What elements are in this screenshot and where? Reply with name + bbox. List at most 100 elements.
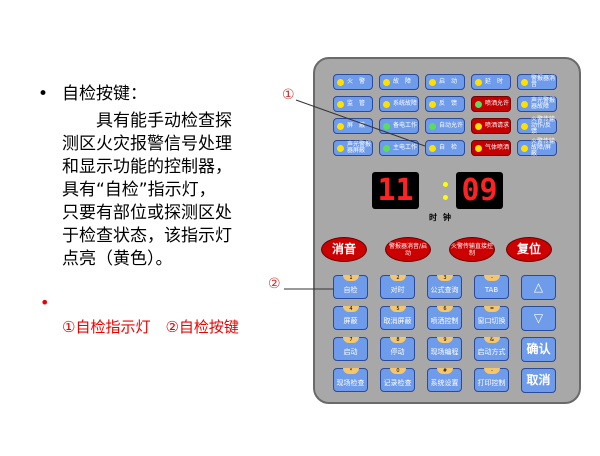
marker-2: ②	[268, 276, 281, 292]
keypad-key[interactable]: #系统设置	[427, 368, 462, 392]
up-arrow-icon: △	[533, 280, 544, 294]
key-number: 8	[390, 337, 406, 343]
marker-1: ①	[282, 87, 295, 103]
keypad-key[interactable]: = 窗口切换	[474, 306, 509, 330]
indicator-label: 声光警报器故障	[531, 97, 556, 110]
legend-text: ①自检指示灯 ②自检按键	[62, 318, 239, 336]
indicator-label: 屏 蔽	[347, 122, 366, 129]
clock-colon-dot	[443, 182, 448, 187]
indicator-light: 屏 蔽	[333, 118, 373, 134]
keypad-key[interactable]: * 现场检查	[333, 368, 368, 392]
key-label: 记录检查	[383, 379, 412, 387]
led-icon	[521, 101, 528, 108]
keypad-key[interactable]: 8 停动	[380, 337, 415, 361]
keypad-key[interactable]: - TAB	[474, 275, 509, 299]
key-label: 窗口切换	[477, 317, 506, 325]
key-label: 取消屏蔽	[383, 317, 412, 325]
indicator-light: 自动允许	[425, 118, 465, 134]
key-number: 6	[437, 306, 453, 312]
key-label: TAB	[484, 286, 499, 294]
led-icon	[521, 145, 528, 152]
key-number: =	[484, 306, 500, 312]
keypad-key[interactable]: &启动方式	[474, 337, 509, 361]
key-number: 2	[390, 275, 406, 281]
led-icon	[383, 123, 390, 130]
led-icon	[475, 123, 482, 130]
paragraph-line: 于检查状态，该指示灯	[62, 226, 232, 246]
paragraph-line: 点亮（黄色）。	[62, 249, 173, 269]
cancel-button[interactable]: 取消	[521, 368, 556, 393]
indicator-light: 声光警报器屏蔽	[333, 140, 373, 156]
fire-transmission-control-button[interactable]: 火警传输直接控制	[449, 237, 495, 262]
annotation-line-1	[295, 99, 426, 147]
reset-button[interactable]: 复位	[506, 237, 552, 262]
alarm-silence-start-button[interactable]: 警报器消音/启动	[385, 237, 431, 262]
confirm-button[interactable]: 确认	[521, 337, 556, 362]
indicator-light: 备电工作	[379, 118, 419, 134]
clock-minutes: 09	[456, 172, 503, 209]
silence-button[interactable]: 消音	[321, 237, 367, 262]
indicator-label: 火警传输故障/屏蔽	[531, 138, 556, 157]
led-icon	[429, 101, 436, 108]
paragraph-line: 具有“自检”指示灯，	[62, 180, 216, 200]
indicator-light: 气体喷洒	[471, 140, 511, 156]
key-number: -	[484, 368, 500, 374]
led-icon	[475, 145, 482, 152]
led-icon	[337, 145, 344, 152]
indicator-label: 声光警报器屏蔽	[347, 141, 372, 154]
key-label: 启动方式	[477, 348, 506, 356]
indicator-light: 火 警	[333, 74, 373, 90]
led-icon	[383, 145, 390, 152]
indicator-label: 备电工作	[393, 122, 418, 129]
indicator-light: 系统故障	[379, 96, 419, 112]
key-number: -	[484, 275, 500, 281]
led-icon	[337, 101, 344, 108]
led-icon	[521, 79, 528, 86]
led-icon	[429, 79, 436, 86]
indicator-label: 启 动	[439, 78, 458, 85]
indicator-label: 反 馈	[439, 100, 458, 107]
key-number: 9	[437, 337, 453, 343]
down-button[interactable]: ▽	[521, 306, 556, 331]
indicator-label: 喷洒允许	[485, 100, 510, 107]
keypad-key[interactable]: -打印控制	[474, 368, 509, 392]
up-button[interactable]: △	[521, 275, 556, 300]
indicator-label: 自动允许	[439, 122, 464, 129]
key-number: 5	[390, 306, 406, 312]
key-number: *	[343, 368, 359, 374]
led-icon	[521, 123, 528, 130]
slide-title: 自检按键：	[62, 84, 147, 104]
indicator-label: 监 管	[347, 100, 366, 107]
clock-hours: 11	[372, 172, 419, 209]
led-icon	[429, 123, 436, 130]
indicator-label: 喷洒请求	[485, 122, 510, 129]
keypad-key[interactable]: 9 现场编程	[427, 337, 462, 361]
key-label: 系统设置	[430, 379, 459, 387]
paragraph-line: 测区火灾报警信号处理	[62, 134, 232, 154]
keypad-key[interactable]: 5 取消屏蔽	[380, 306, 415, 330]
indicator-label: 警报器消音	[531, 75, 556, 88]
key-label: 启动	[343, 348, 358, 356]
led-icon	[475, 101, 482, 108]
indicator-light: 自 检	[425, 140, 465, 156]
indicator-light: 声光警报器故障	[517, 96, 557, 112]
confirm-label: 确认	[526, 342, 551, 356]
key-label: 停动	[390, 348, 405, 356]
indicator-light: 喷洒请求	[471, 118, 511, 134]
indicator-light: 主电工作	[379, 140, 419, 156]
cancel-label: 取消	[526, 373, 551, 387]
key-label: 现场检查	[336, 379, 365, 387]
clock-label: 时钟	[429, 213, 457, 222]
indicator-label: 故 障	[393, 78, 412, 85]
key-label: 现场编程	[430, 348, 459, 356]
paragraph-line: 和显示功能的控制器，	[62, 157, 232, 177]
red-bullet: •	[40, 293, 50, 312]
